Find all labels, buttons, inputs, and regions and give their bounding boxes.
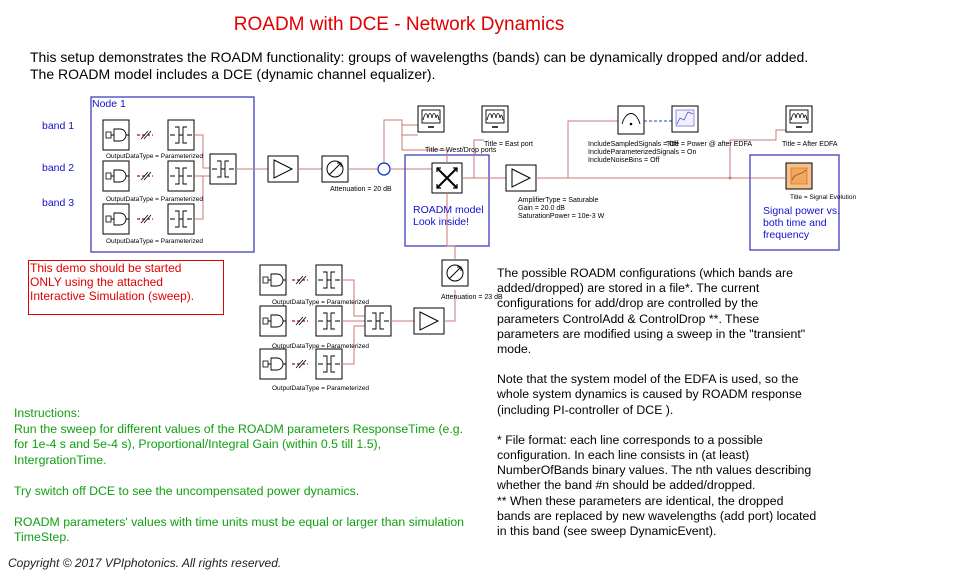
- signal-frame: [749, 154, 840, 251]
- add-band-3-datatype: OutputDataType = Parameterized: [272, 385, 370, 392]
- roadm-note[interactable]: ROADM model Look inside!: [413, 204, 484, 228]
- band-1-datatype: OutputDataType = Parameterized: [106, 153, 204, 160]
- attenuator-2: [441, 259, 469, 287]
- signal-note: Signal power vs. both time and frequency: [763, 205, 841, 241]
- sampled-params: IncludeSampledSignals = Off IncludeParam…: [588, 141, 697, 164]
- instructions-paragraph: Instructions: Run the sweep for differen…: [14, 406, 464, 467]
- power-meter: [617, 105, 645, 135]
- band-3-datatype: OutputDataType = Parameterized: [106, 238, 204, 245]
- add-multiplexer: [364, 305, 392, 337]
- amplifier-params: AmplifierType = Saturable Gain = 20.0 dB…: [518, 197, 605, 220]
- page-title: ROADM with DCE - Network Dynamics: [233, 14, 565, 35]
- roadm-block: [431, 162, 463, 194]
- after-edfa-title: Title = After EDFA: [782, 141, 838, 148]
- add-band-row-3: [259, 348, 343, 380]
- add-band-row-2: [259, 305, 343, 337]
- booster-amplifier: [267, 155, 299, 183]
- splitter-node: [377, 162, 391, 176]
- demo-warning: This demo should be started ONLY using t…: [28, 260, 224, 315]
- instructions-paragraph: Try switch off DCE to see the uncompensa…: [14, 483, 360, 498]
- west-drop-title: Title = West/Drop ports: [425, 147, 497, 154]
- attenuation-1-label: Attenuation = 20 dB: [330, 186, 392, 193]
- east-port-scope: [481, 105, 509, 133]
- signal-evolution-title: Title = Signal Evolution: [790, 194, 857, 201]
- band-row-2: [102, 160, 195, 192]
- band-row-1: [102, 119, 195, 151]
- info-paragraph: The possible ROADM configurations (which…: [497, 266, 806, 357]
- signal-evolution-analyzer: [785, 162, 813, 190]
- west-drop-scope: [417, 105, 445, 133]
- band-2-label: band 2: [42, 162, 75, 174]
- node-frame: [90, 96, 255, 253]
- attenuator-1: [321, 155, 349, 183]
- east-port-title: Title = East port: [484, 141, 533, 148]
- edfa-amplifier: [505, 164, 537, 192]
- instructions-paragraph: ROADM parameters' values with time units…: [14, 514, 465, 545]
- info-text: The possible ROADM configurations (which…: [497, 266, 819, 539]
- after-edfa-scope: [785, 105, 813, 133]
- add-band-1-datatype: OutputDataType = Parameterized: [272, 299, 370, 306]
- instructions-text: Instructions: Run the sweep for differen…: [14, 406, 474, 546]
- add-band-row-1: [259, 264, 343, 296]
- band-1-label: band 1: [42, 120, 75, 132]
- add-band-2-datatype: OutputDataType = Parameterized: [272, 343, 370, 350]
- band-2-datatype: OutputDataType = Parameterized: [106, 196, 204, 203]
- power-title: Title = Power @ after EDFA: [666, 141, 753, 148]
- band-row-3: [102, 203, 195, 235]
- node-multiplexer: [209, 153, 237, 185]
- power-plot: [671, 105, 699, 133]
- attenuation-2-label: Attenuation = 23 dB: [441, 294, 503, 301]
- copyright: Copyright © 2017 VPIphotonics. All right…: [8, 556, 282, 570]
- info-paragraph: Note that the system model of the EDFA i…: [497, 372, 802, 417]
- node-label: Node 1: [92, 98, 126, 110]
- intro-text: This setup demonstrates the ROADM functi…: [30, 49, 809, 82]
- band-3-label: band 3: [42, 197, 75, 209]
- add-amplifier: [413, 307, 445, 335]
- info-paragraph: * File format: each line corresponds to …: [497, 432, 817, 539]
